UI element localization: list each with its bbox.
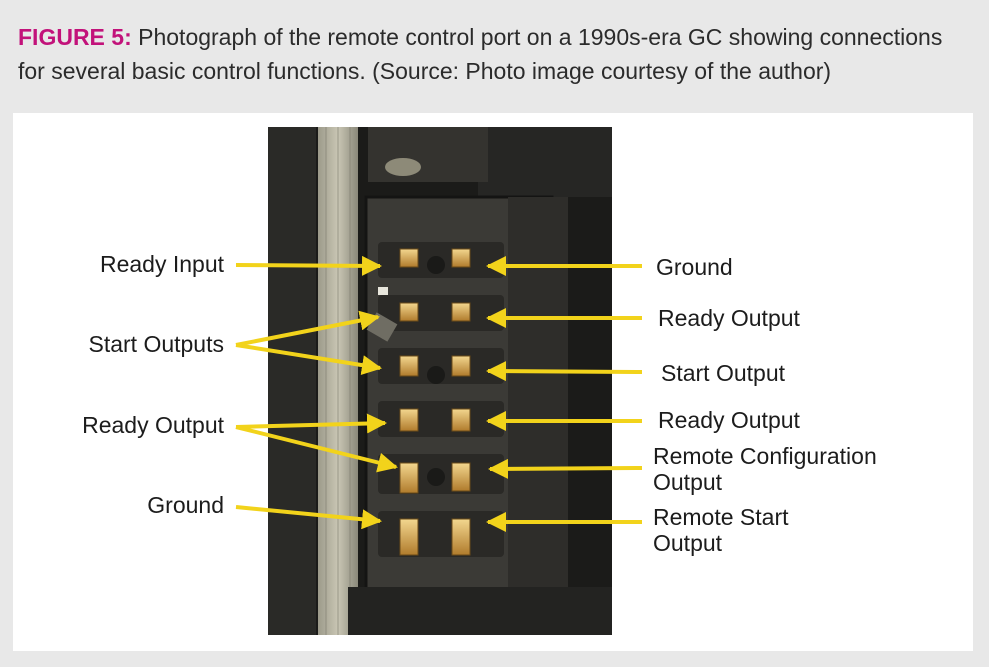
label-remote-configuration-output: Remote Configuration Output: [653, 443, 877, 495]
arrow-ready-input: [235, 255, 382, 276]
figure-number: FIGURE 5:: [18, 24, 132, 50]
label-remote-start-line2: Output: [653, 530, 723, 556]
label-ground-right: Ground: [656, 254, 733, 280]
label-remote-config-line1: Remote Configuration: [653, 443, 877, 469]
label-ready-output-right-1: Ready Output: [658, 305, 800, 331]
figure-caption: FIGURE 5: Photograph of the remote contr…: [18, 20, 973, 88]
label-start-output-right: Start Output: [661, 360, 786, 386]
label-remote-start-line1: Remote Start: [653, 504, 789, 530]
arrow-ready-output-b: [235, 425, 398, 473]
arrow-remote-config: [488, 458, 643, 479]
label-ready-input: Ready Input: [99, 251, 224, 277]
arrow-ground-left: [235, 505, 382, 530]
label-remote-start-output: Remote Start Output: [653, 504, 789, 556]
label-start-outputs: Start Outputs: [88, 331, 224, 357]
label-ready-output-left: Ready Output: [82, 412, 224, 438]
figure-panel: [13, 113, 973, 651]
label-ground-left: Ground: [147, 492, 224, 518]
connector-photo: [268, 127, 612, 635]
label-ready-output-right-2: Ready Output: [658, 407, 800, 433]
arrow-ready-output-a: [235, 413, 387, 434]
label-remote-config-line2: Output: [653, 469, 723, 495]
arrow-start-output-right: [486, 361, 643, 382]
caption-text: Photograph of the remote control port on…: [18, 24, 943, 84]
connector-photo-drawing: [268, 127, 612, 635]
arrow-start-outputs-b: [235, 343, 382, 376]
arrow-start-outputs-a: [235, 310, 380, 347]
